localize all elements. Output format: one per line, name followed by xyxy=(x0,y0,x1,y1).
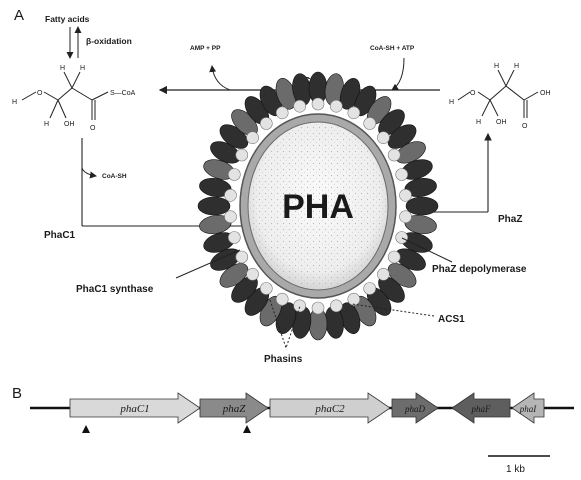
gene-arrow-phaZ xyxy=(199,392,269,424)
granule-protein xyxy=(197,196,231,216)
gene-label-phaI: phaI xyxy=(519,404,538,414)
coa-atp-input-arrow xyxy=(391,57,405,91)
acs1-granule-label: ACS1 xyxy=(438,314,465,325)
promoter-marker-1 xyxy=(82,425,90,433)
phaz-label: PhaZ xyxy=(498,214,522,225)
phasin-bead xyxy=(399,210,412,223)
coa-atp-label: CoA-SH + ATP xyxy=(370,45,415,52)
pha-granule: PHA xyxy=(197,71,439,341)
promoter-marker-2 xyxy=(243,425,251,433)
hydroxyacyl-coa-structure xyxy=(21,71,109,120)
gene-arrow-phaD xyxy=(391,392,439,424)
mol-right-oh2: OH xyxy=(540,90,551,97)
mol-left-oh: OH xyxy=(64,121,75,128)
mol-right-o2: O xyxy=(522,123,528,130)
hydroxy-acid-atoms: H O H H H OH O OH xyxy=(449,63,551,130)
gene-label-phaF: phaF xyxy=(471,404,492,414)
acs1-granule-leader xyxy=(351,303,435,317)
amp-pp-release-arrow xyxy=(209,65,231,91)
mol-left-h3: H xyxy=(80,65,85,72)
phasin-bead xyxy=(347,106,361,120)
mol-right-h1: H xyxy=(449,99,454,106)
phasin-bead xyxy=(293,99,307,113)
mol-right-h4: H xyxy=(476,119,481,126)
mol-left-s-coa: S—CoA xyxy=(110,90,136,97)
phac1-synthase-leader xyxy=(175,249,241,279)
phasin-bead xyxy=(399,189,412,202)
phasin-bead xyxy=(377,267,390,281)
gene-arrow-phaI xyxy=(511,392,545,424)
gene-arrow-phaC2 xyxy=(269,392,391,424)
phasin-bead xyxy=(293,299,307,313)
gene-label-phaC1: phaC1 xyxy=(119,403,149,415)
coa-sh-release-arrow xyxy=(81,167,97,179)
mol-left-o: O xyxy=(37,90,43,97)
gene-arrow-phaF xyxy=(451,392,511,424)
granule-phasin-beads xyxy=(224,97,412,315)
phasin-bead xyxy=(235,148,249,162)
phasin-bead xyxy=(275,292,289,306)
phasin-bead xyxy=(228,168,241,181)
mol-left-h4: H xyxy=(44,121,49,128)
fatty-acids-label: Fatty acids xyxy=(45,14,90,24)
hydroxyacyl-coa-atoms: H O H H H OH O S—CoA xyxy=(12,65,136,132)
phasin-bead xyxy=(311,97,325,111)
amp-pp-label: AMP + PP xyxy=(190,45,221,52)
phasin-bead xyxy=(347,292,361,306)
gene-label-phaD: phaD xyxy=(404,404,426,414)
scale-bar-label: 1 kb xyxy=(506,464,525,475)
phac1-synthase-label: PhaC1 synthase xyxy=(76,284,154,295)
gene-cluster: phaC1 phaZ phaC2 phaD phaF phaI xyxy=(69,392,545,424)
phasin-bead xyxy=(329,99,343,113)
phasin-bead xyxy=(363,282,377,295)
phasins-label: Phasins xyxy=(264,354,303,365)
phasin-bead xyxy=(395,231,409,244)
panel-b-label: B xyxy=(12,385,22,402)
phaz-depolymerase-leader xyxy=(401,237,453,263)
phasin-bead xyxy=(224,189,237,202)
phasin-bead xyxy=(363,117,377,130)
phasin-bead xyxy=(224,210,237,223)
mol-right-o: O xyxy=(470,90,476,97)
phasin-bead xyxy=(275,106,289,120)
beta-oxidation-label: β-oxidation xyxy=(86,36,132,46)
phasin-bead xyxy=(246,131,259,144)
phac1-label: PhaC1 xyxy=(44,230,76,241)
mol-right-h2: H xyxy=(494,63,499,70)
mol-left-o2: O xyxy=(90,125,96,132)
granule-core-texture xyxy=(250,124,386,288)
phasin-bead xyxy=(387,148,401,162)
phasin-bead xyxy=(246,267,259,281)
phasin-bead xyxy=(395,168,409,181)
phasin-bead xyxy=(387,250,401,264)
phasin-bead xyxy=(259,117,273,130)
gene-arrow-phaC1 xyxy=(69,392,201,424)
gene-label-phaZ: phaZ xyxy=(222,403,247,415)
mol-right-h3: H xyxy=(514,63,519,70)
coa-sh-label: CoA-SH xyxy=(102,173,127,180)
phasin-bead xyxy=(377,131,390,144)
mol-left-h1: H xyxy=(12,99,17,106)
phaz-depolymerase-label: PhaZ depolymerase xyxy=(432,264,527,275)
pha-core-label: PHA xyxy=(282,188,354,226)
phasin-bead xyxy=(235,250,249,264)
gene-label-phaC2: phaC2 xyxy=(314,403,345,415)
mol-right-oh: OH xyxy=(496,119,507,126)
panel-a-label: A xyxy=(14,7,24,24)
phasin-bead xyxy=(228,231,241,244)
granule-protein xyxy=(405,196,439,216)
granule-protein-layer xyxy=(197,71,439,341)
phasin-bead xyxy=(259,282,273,295)
phasins-leader xyxy=(269,299,301,350)
phasin-bead xyxy=(311,301,325,315)
hydroxy-acid-structure xyxy=(457,69,539,118)
phasin-bead xyxy=(329,299,343,313)
mol-left-h2: H xyxy=(60,65,65,72)
